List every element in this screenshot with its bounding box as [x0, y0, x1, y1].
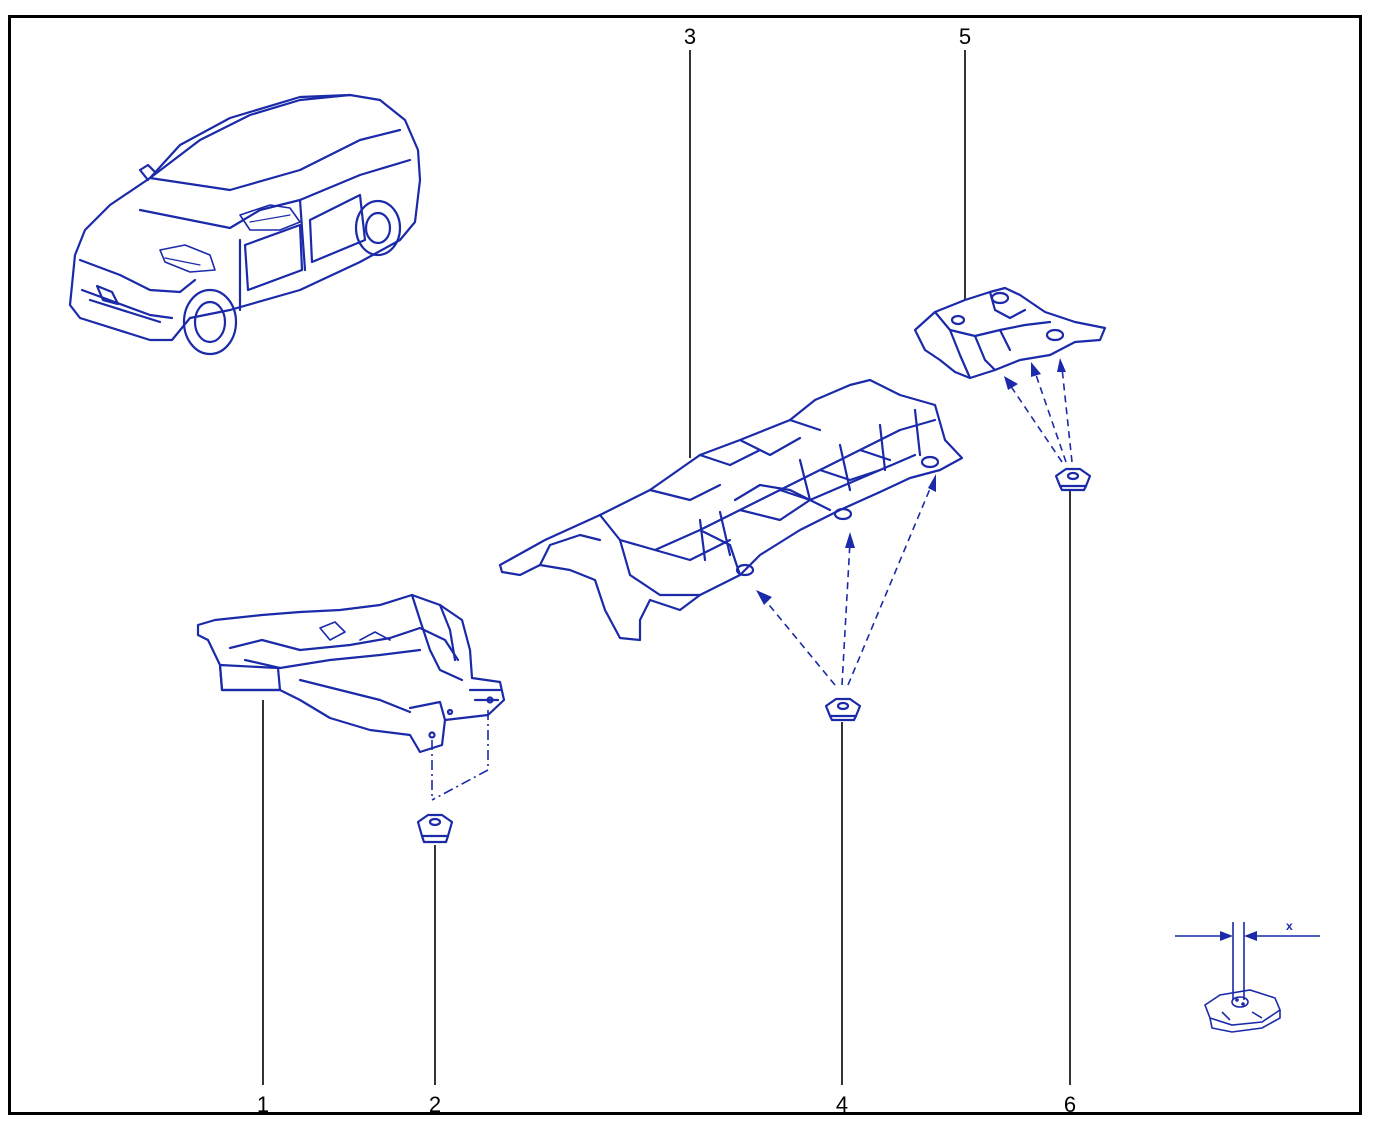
part-5-rear-heat-shield [913, 286, 1107, 380]
dimension-label: x [1286, 919, 1293, 933]
leader-lines [262, 50, 1071, 1085]
part-3-central-heat-shield [498, 378, 964, 642]
callout-3: 3 [684, 24, 696, 49]
part-6-nut [1054, 467, 1092, 492]
diagram-frame [8, 15, 1362, 1115]
arrowheads-part-6 [1004, 358, 1066, 390]
callout-6: 6 [1064, 1092, 1076, 1117]
callout-1: 1 [257, 1092, 269, 1117]
fastening-arrows-part-6 [1009, 367, 1073, 463]
callout-5: 5 [959, 24, 971, 49]
arrowheads-part-4 [756, 474, 936, 605]
part-2-nut [416, 813, 454, 844]
callout-4: 4 [836, 1092, 848, 1117]
dimension-arrow-right [1244, 931, 1257, 941]
detail-stud-dimension: x [1175, 919, 1320, 1033]
dimension-arrow-left [1220, 931, 1233, 941]
part-4-nut [824, 697, 862, 722]
part-1-front-heat-shield [196, 593, 506, 754]
vehicle-locator-illustration [68, 93, 422, 356]
fastening-lines-part-2 [431, 710, 489, 801]
fastening-arrows-part-4 [764, 483, 933, 686]
callout-2: 2 [429, 1092, 441, 1117]
